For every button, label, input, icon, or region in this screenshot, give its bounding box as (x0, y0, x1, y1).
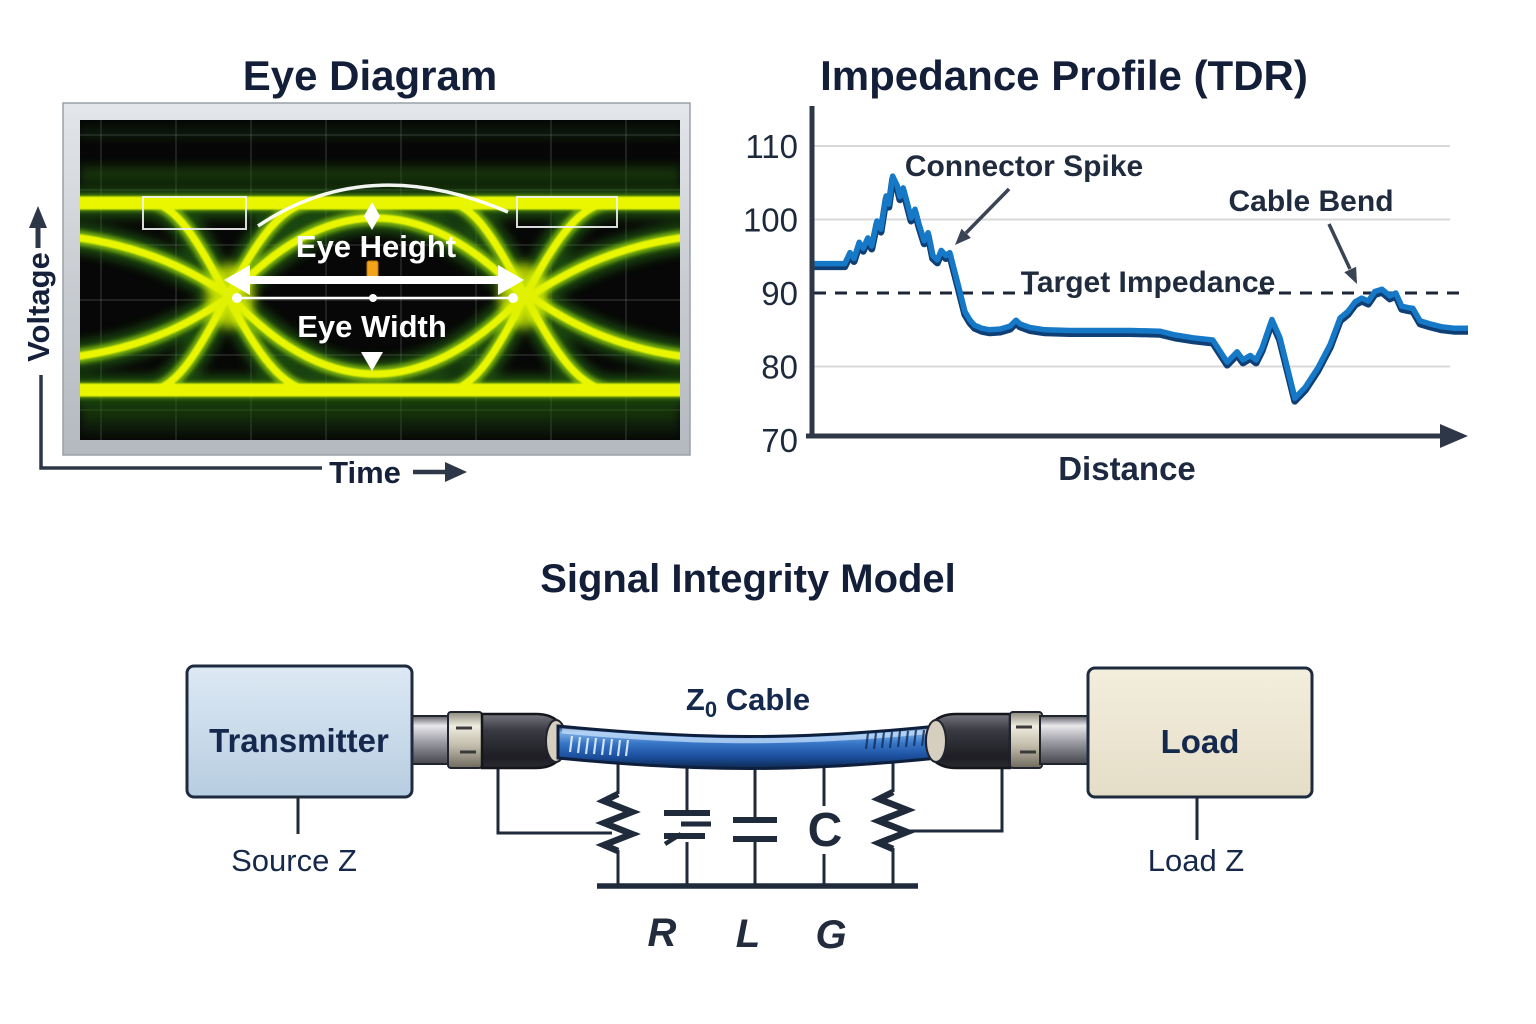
connector-spike-arrow-stem (964, 187, 1011, 235)
connector-spike-arrowhead-icon (955, 228, 971, 245)
cable-bend-arrowhead-icon (1344, 266, 1357, 284)
eye-reference-arc (257, 183, 509, 228)
circuit-title: Signal Integrity Model (540, 557, 956, 601)
time-axis-label: Time (329, 455, 401, 490)
right-connector-ring (1009, 711, 1043, 769)
cable-ridges-left (568, 735, 630, 757)
tdr-x-axis-arrowhead-icon (1440, 424, 1468, 448)
eye-voltage-axis: Voltage (21, 206, 322, 470)
cable-label: Z0 Cable (686, 682, 810, 722)
capacitor-symbol (733, 817, 777, 842)
l-label: L (736, 912, 760, 956)
connector-spike-label: Connector Spike (905, 150, 1143, 183)
right-connector (924, 711, 1089, 770)
trimmer-cap-symbol (663, 810, 711, 846)
cable-label-z: Z (686, 682, 705, 717)
ytick-100: 100 (743, 202, 798, 239)
tdr-title: Impedance Profile (TDR) (820, 52, 1308, 99)
eye-mask-rects (142, 196, 618, 230)
eye-screen-content: Eye Height Eye Width (80, 120, 680, 440)
voltage-axis-label: Voltage (21, 252, 56, 362)
load-label: Load (1161, 723, 1240, 760)
coax-cable: Z0 Cable (556, 682, 940, 770)
eye-annotations: Eye Height Eye Width (224, 202, 524, 371)
eye-diagram-title: Eye Diagram (243, 52, 497, 99)
eye-time-axis: Time (329, 455, 467, 490)
target-impedance-label: Target Impedance (1021, 266, 1276, 299)
circuit-wires (296, 760, 1199, 889)
c-label-backdrop (806, 806, 844, 854)
tdr-x-axis-label: Distance (1058, 450, 1196, 487)
eye-height-up-arrow-icon (364, 202, 380, 230)
g-label: G (815, 913, 846, 957)
eye-width-left-dot (232, 293, 242, 303)
time-arrow-icon (445, 462, 467, 482)
eye-axis-corner (39, 375, 322, 470)
resistor-g-symbol (870, 789, 916, 852)
tdr-ytick-labels: 110 100 90 80 70 (743, 128, 798, 459)
right-connector-sleeve (1039, 715, 1089, 765)
eye-width-left-arrowhead-icon (224, 265, 250, 295)
ytick-90: 90 (761, 275, 798, 312)
ytick-80: 80 (761, 349, 798, 386)
left-connector-sleeve (411, 715, 451, 765)
left-tap-wire (496, 768, 612, 835)
cable-label-rest: Cable (717, 682, 810, 717)
eye-noise-bands (80, 128, 680, 434)
cable-ridges-right (864, 729, 926, 750)
eye-width-right-arrowhead-icon (498, 265, 524, 295)
circuit-section: Signal Integrity Model (185, 557, 1314, 957)
left-connector (411, 711, 568, 770)
eye-width-right-dot (508, 293, 518, 303)
r-label: R (648, 911, 677, 955)
transmitter-label: Transmitter (209, 722, 389, 759)
eye-width-center-dot (369, 294, 377, 302)
cable-bend-arrow-stem (1327, 223, 1352, 270)
ytick-70: 70 (761, 422, 798, 459)
load-box (1086, 666, 1314, 799)
right-tap-wire (900, 768, 1004, 833)
eye-height-down-arrow-icon (361, 352, 383, 371)
c-label: C (808, 804, 843, 857)
cable-bend-label: Cable Bend (1228, 185, 1393, 218)
tdr-annotations: Connector Spike Cable Bend Target Impeda… (905, 150, 1394, 299)
circuit-components: C (595, 789, 916, 857)
cable-label-sub: 0 (705, 697, 717, 722)
eye-center-marker (366, 260, 379, 279)
tdr-chart-section: Impedance Profile (TDR) 110 100 90 80 70 Dis… (743, 52, 1468, 487)
resistor-r-symbol (595, 791, 641, 854)
source-z-label: Source Z (231, 843, 357, 878)
ytick-110: 110 (745, 128, 798, 165)
voltage-arrow-icon (29, 206, 47, 228)
cable-highlight (561, 728, 935, 744)
eye-diagram-section: Eye Diagram (21, 52, 691, 490)
eye-width-label: Eye Width (297, 309, 447, 344)
eye-height-label: Eye Height (296, 229, 456, 264)
transmitter-box (185, 664, 414, 799)
left-connector-ring (447, 711, 483, 769)
right-connector-rim (925, 719, 947, 763)
load-z-label: Load Z (1148, 843, 1245, 878)
tdr-trace (812, 173, 1468, 401)
